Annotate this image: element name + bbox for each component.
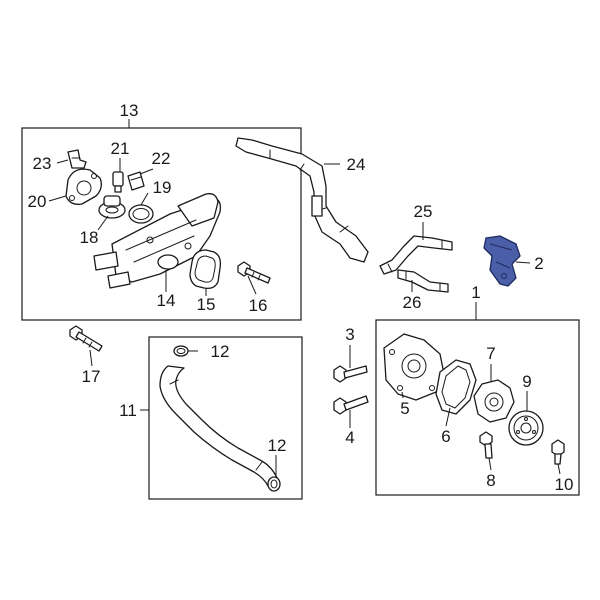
part-12-clamp-lower[interactable] — [267, 476, 281, 492]
group-frame-13 — [21, 127, 302, 321]
part-8-bolt[interactable] — [479, 431, 493, 459]
callout-12-upper: 12 — [211, 342, 230, 361]
callout-13: 13 — [120, 101, 139, 120]
callout-25: 25 — [414, 202, 433, 221]
group-frame-1 — [375, 319, 580, 496]
callout-16: 16 — [249, 296, 268, 315]
part-15-gasket[interactable] — [189, 249, 222, 290]
part-2-bracket-highlighted[interactable] — [483, 235, 521, 287]
callout-1: 1 — [471, 283, 480, 302]
callout-7: 7 — [486, 344, 495, 363]
callout-2: 2 — [534, 254, 543, 273]
callout-15: 15 — [197, 295, 216, 314]
callout-4: 4 — [345, 428, 354, 447]
callout-3: 3 — [345, 325, 354, 344]
callout-20: 20 — [28, 192, 47, 211]
callout-11: 11 — [119, 401, 137, 420]
callout-9: 9 — [522, 372, 531, 391]
part-25-hose[interactable] — [379, 235, 453, 275]
leader-lines — [48, 119, 561, 477]
callout-6: 6 — [441, 427, 450, 446]
callout-14: 14 — [157, 291, 176, 310]
part-17-bolt[interactable] — [69, 325, 103, 352]
part-20-housing-cover[interactable] — [65, 168, 102, 205]
part-6-gasket[interactable] — [435, 359, 477, 415]
part-23-clip[interactable] — [67, 149, 87, 169]
part-26-hose[interactable] — [397, 269, 449, 293]
callout-24: 24 — [347, 155, 366, 174]
part-11-radiator-hose[interactable] — [159, 365, 279, 487]
part-18-thermostat[interactable] — [98, 195, 126, 219]
callout-8: 8 — [486, 471, 495, 490]
callout-23: 23 — [33, 154, 52, 173]
part-24-coolant-pipe[interactable] — [235, 137, 369, 263]
part-7-water-pump[interactable] — [473, 379, 515, 423]
part-16-bolt[interactable] — [237, 261, 271, 284]
callout-26: 26 — [403, 293, 422, 312]
part-9-pulley[interactable] — [508, 410, 544, 446]
part-4-bolt[interactable] — [333, 395, 369, 415]
callout-21: 21 — [111, 139, 130, 158]
part-5-pump-housing[interactable] — [383, 333, 445, 401]
part-10-bolt[interactable] — [551, 439, 565, 465]
callout-5: 5 — [400, 399, 409, 418]
callout-18: 18 — [80, 228, 99, 247]
callout-17: 17 — [82, 367, 101, 386]
part-21-temp-sensor[interactable] — [112, 171, 124, 193]
part-3-bolt[interactable] — [333, 365, 368, 383]
part-12-clamp-upper[interactable] — [173, 345, 189, 357]
callout-22: 22 — [152, 149, 171, 168]
part-14-thermostat-housing[interactable] — [93, 193, 222, 289]
part-19-o-ring[interactable] — [128, 204, 154, 224]
part-22-retaining-clip[interactable] — [127, 171, 145, 191]
callout-12-lower: 12 — [268, 436, 287, 455]
callout-19: 19 — [153, 178, 172, 197]
group-frame-11 — [148, 336, 303, 500]
callout-10: 10 — [555, 475, 574, 494]
